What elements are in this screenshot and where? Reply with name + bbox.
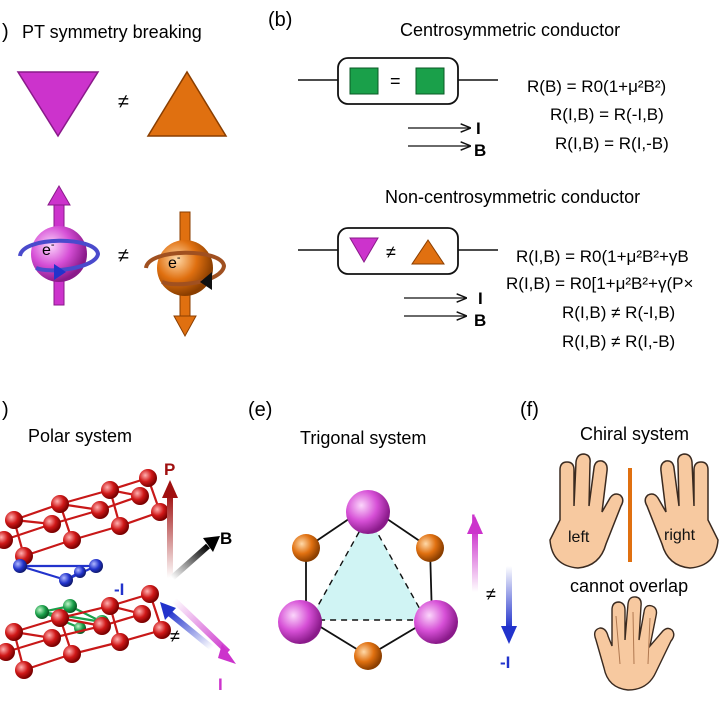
centro-eq-2: R(I,B) = R(-I,B) bbox=[550, 105, 664, 124]
trigonal-I-label: I bbox=[471, 511, 476, 530]
orange-up-triangle bbox=[146, 70, 228, 137]
polar-I-arrow: I bbox=[171, 597, 236, 694]
centro-arrow-B-label: B bbox=[474, 141, 486, 160]
polar-P-label: P bbox=[164, 460, 175, 479]
panel-f-label: (f) bbox=[520, 399, 539, 421]
panel-d-title: Polar system bbox=[28, 426, 132, 446]
noncentro-neq: ≠ bbox=[386, 242, 396, 262]
centro-equations: R(B) = R0(1+μ²B²) R(I,B) = R(-I,B) R(I,B… bbox=[527, 77, 669, 153]
polar-lattice bbox=[0, 469, 171, 679]
noncentro-eq-4: R(I,B) ≠ R(I,-B) bbox=[562, 332, 675, 351]
left-hand-icon: left bbox=[549, 453, 624, 569]
trigonal-neq: ≠ bbox=[486, 584, 496, 604]
centro-eq-3: R(I,B) = R(I,-B) bbox=[555, 134, 669, 153]
panel-a-title: PT symmetry breaking bbox=[22, 22, 202, 42]
panel-a-neq-bottom: ≠ bbox=[118, 245, 129, 267]
trigonal-lattice bbox=[278, 490, 458, 670]
trigonal-minus-I-label: -I bbox=[500, 653, 510, 672]
centro-eq: = bbox=[390, 71, 401, 91]
noncentro-eq-2: R(I,B) = R0[1+μ²B²+γ(P× bbox=[506, 274, 693, 293]
noncentro-arrow-B-label: B bbox=[474, 311, 486, 330]
panel-f-title: Chiral system bbox=[580, 424, 689, 444]
panel-e-title: Trigonal system bbox=[300, 428, 426, 448]
polar-B-arrow: B bbox=[170, 529, 232, 581]
centro-eq-1: R(B) = R0(1+μ²B²) bbox=[527, 77, 666, 96]
noncentro-equations: R(I,B) = R0(1+μ²B²+γB R(I,B) = R0[1+μ²B²… bbox=[506, 247, 693, 351]
panel-a-neq-top: ≠ bbox=[118, 91, 129, 113]
polar-P-arrow: P bbox=[162, 460, 178, 578]
mirror-line bbox=[628, 468, 632, 562]
magenta-electron: e- bbox=[18, 185, 101, 306]
overlapping-hands-icon bbox=[593, 596, 675, 691]
noncentro-title: Non-centrosymmetric conductor bbox=[385, 187, 640, 207]
orange-electron: e- bbox=[144, 211, 227, 338]
polar-B-label: B bbox=[220, 529, 232, 548]
noncentro-eq-3: R(I,B) ≠ R(-I,B) bbox=[562, 303, 675, 322]
trigonal-I-arrow: I bbox=[467, 511, 483, 592]
left-hand-label: left bbox=[568, 529, 590, 546]
right-hand-label: right bbox=[664, 527, 696, 544]
noncentro-eq-1: R(I,B) = R0(1+μ²B²+γB bbox=[516, 247, 689, 266]
magenta-down-triangle bbox=[16, 71, 100, 138]
orange-electron-label: e- bbox=[168, 252, 181, 272]
noncentro-arrow-I-label: I bbox=[478, 289, 483, 308]
centro-arrow-I-label: I bbox=[476, 119, 481, 138]
polar-neq: ≠ bbox=[170, 626, 180, 646]
centro-device: = bbox=[298, 57, 498, 105]
centro-title: Centrosymmetric conductor bbox=[400, 20, 620, 40]
panel-b-label: (b) bbox=[268, 9, 292, 31]
magenta-electron-label: e- bbox=[42, 239, 55, 259]
panel-a-label: ) bbox=[2, 21, 9, 43]
panel-e-label: (e) bbox=[248, 399, 272, 421]
cannot-overlap-label: cannot overlap bbox=[570, 576, 688, 596]
polar-I-label: I bbox=[218, 675, 223, 694]
noncentro-IB-arrows: I B bbox=[404, 289, 486, 330]
polar-minus-I-label: -I bbox=[114, 580, 124, 599]
noncentro-device: ≠ bbox=[298, 227, 498, 275]
trigonal-minus-I-arrow: -I bbox=[500, 566, 517, 672]
centro-IB-arrows: I B bbox=[408, 119, 486, 160]
panel-d-label: ) bbox=[2, 399, 9, 421]
polar-minus-I-arrow: -I bbox=[114, 580, 214, 651]
right-hand-icon: right bbox=[644, 453, 719, 569]
